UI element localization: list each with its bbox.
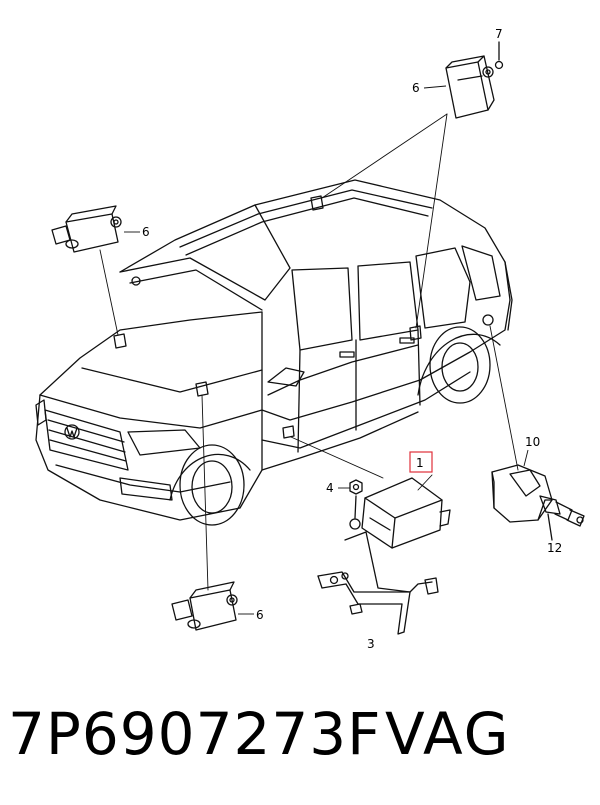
callout-6-bottom: 6	[256, 608, 264, 622]
part-number-label: 7P6907273F	[8, 700, 382, 768]
bracket-part-3	[317, 518, 439, 635]
callout-10: 10	[525, 435, 540, 449]
valve-stem-part-12	[539, 495, 585, 541]
callout-4: 4	[326, 481, 334, 495]
tpms-sensor-part-10	[491, 464, 553, 523]
callout-6-left: 6	[142, 225, 150, 239]
callout-6-top: 6	[412, 81, 420, 95]
callout-3: 3	[367, 637, 375, 651]
crash-sensor-top	[445, 41, 504, 119]
part-1-highlight-box	[409, 451, 433, 473]
crash-sensor-bottom	[171, 581, 238, 631]
callout-1: 1	[416, 456, 424, 470]
leader-lines	[99, 113, 519, 591]
parts-diagram: 1 3 4 6 6 6 7 10 12	[35, 27, 585, 651]
car-illustration	[35, 179, 513, 526]
brand-label: VAG	[385, 700, 511, 768]
callout-7: 7	[495, 27, 503, 41]
callout-12: 12	[547, 541, 562, 555]
nut-part-4	[349, 479, 363, 519]
crash-sensor-left	[51, 205, 122, 253]
control-unit-part-1	[361, 477, 451, 549]
